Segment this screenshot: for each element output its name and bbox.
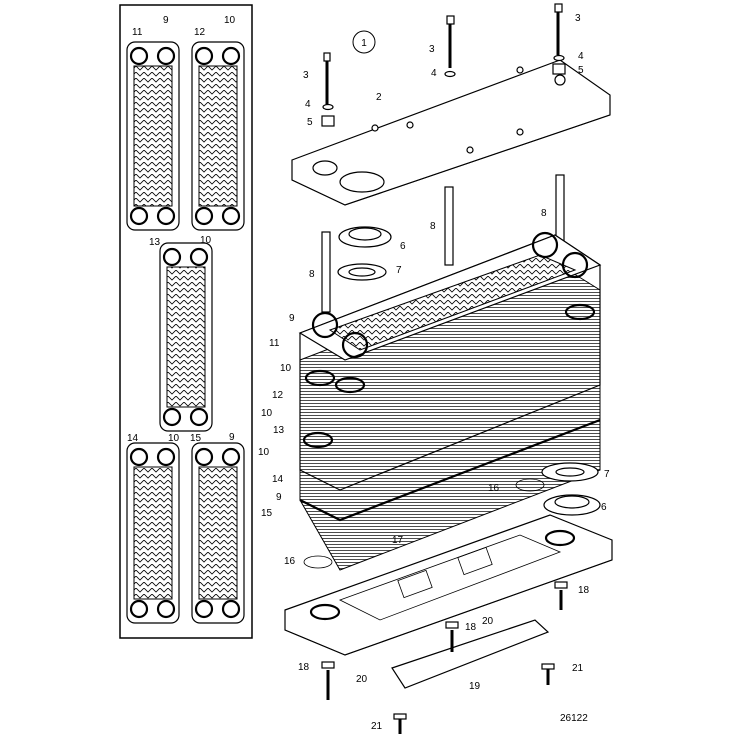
callout: 2 (376, 92, 382, 103)
callout: 3 (575, 13, 581, 24)
callout: 17 (392, 535, 404, 546)
inset-label: 9 (163, 15, 169, 26)
callout: 8 (430, 221, 436, 232)
callout: 9 (276, 492, 282, 503)
top-cover-plate (291, 59, 611, 206)
cover-plate-19 (391, 619, 550, 689)
callout: 3 (429, 44, 435, 55)
callout: 19 (469, 681, 481, 692)
inset-frame (119, 4, 253, 639)
callout: 14 (272, 474, 284, 485)
inset-labels: 11 9 12 10 13 10 14 10 15 9 (127, 15, 236, 444)
inset-label: 10 (224, 15, 236, 26)
inset-label: 15 (190, 433, 202, 444)
callout: 13 (273, 425, 285, 436)
assembly-callout-circle (352, 30, 376, 54)
inset-label: 12 (194, 27, 206, 38)
o-ring-16-lower (303, 555, 333, 569)
inset-label: 14 (127, 433, 139, 444)
callout: 18 (465, 622, 477, 633)
callout: 5 (307, 117, 313, 128)
callout: 4 (578, 51, 584, 62)
callout: 15 (261, 508, 273, 519)
plate-pack (298, 231, 602, 571)
callout: 16 (284, 556, 296, 567)
callout: 18 (298, 662, 310, 673)
callout: 9 (289, 313, 295, 324)
callout: 3 (303, 70, 309, 81)
callout: 10 (258, 447, 270, 458)
callout: 8 (541, 208, 547, 219)
callout-labels: 3 4 5 2 3 4 3 4 5 6 7 8 8 8 9 11 10 12 1… (258, 13, 610, 732)
inset-label: 11 (132, 27, 143, 38)
callout: 18 (578, 585, 590, 596)
inset-label: 13 (149, 237, 161, 248)
inset-label: 10 (200, 235, 212, 246)
callout: 6 (601, 502, 607, 513)
inset-plate-12-10 (191, 41, 245, 231)
inset-plate-11-9 (126, 41, 180, 231)
callout: 21 (572, 663, 584, 674)
screws (321, 581, 568, 734)
callout: 4 (431, 68, 437, 79)
callout: 20 (482, 616, 494, 627)
callout: 12 (272, 390, 284, 401)
inset-plate-14-10 (126, 442, 180, 624)
inset-plate-13-10 (159, 242, 213, 432)
bolts (321, 3, 566, 127)
callout: 6 (400, 241, 406, 252)
callout: 16 (488, 483, 500, 494)
inset-label: 10 (168, 433, 180, 444)
inset-label: 9 (229, 432, 235, 443)
assembly-callout: 1 (361, 38, 367, 49)
bottom-frame-plate (284, 514, 613, 656)
callout: 5 (578, 65, 584, 76)
callout: 10 (261, 408, 273, 419)
callout: 10 (280, 363, 292, 374)
callout: 7 (604, 469, 610, 480)
inset-plate-15-9 (191, 442, 245, 624)
o-ring-16 (515, 478, 545, 492)
callout: 7 (396, 265, 402, 276)
callout: 21 (371, 721, 383, 732)
callout: 8 (309, 269, 315, 280)
callout: 4 (305, 99, 311, 110)
callout: 20 (356, 674, 368, 685)
callout: 11 (269, 338, 280, 349)
figure-number: 26122 (560, 713, 588, 724)
